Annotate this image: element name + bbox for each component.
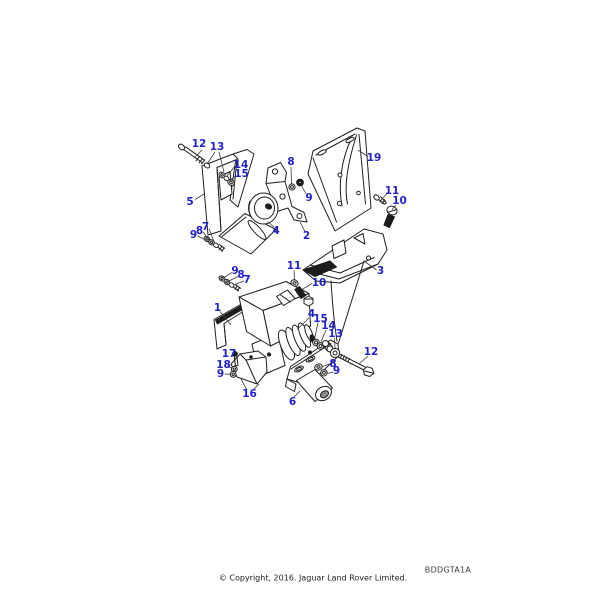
callout-10: 10 — [392, 195, 407, 207]
part-4-mount-upper — [248, 192, 279, 225]
part-16-wedge — [230, 350, 268, 385]
fastener-stack-mid — [218, 275, 241, 292]
callout-11: 11 — [384, 185, 400, 197]
callout-8: 8 — [287, 155, 295, 168]
diagram-code: BDDGTA1A — [424, 565, 472, 575]
callout-17: 17 — [221, 348, 237, 360]
callout-19: 19 — [366, 151, 382, 164]
callout-1: 1 — [213, 301, 222, 314]
nut-11-mid — [290, 279, 299, 287]
callout-7: 7 — [243, 274, 251, 286]
callout-11: 11 — [286, 259, 302, 272]
callout-13: 13 — [328, 328, 343, 340]
fastener-stack-17-18-9 — [229, 351, 239, 378]
callout-9: 9 — [231, 265, 239, 277]
callout-12: 12 — [363, 346, 379, 358]
part-1-bracket — [213, 281, 311, 377]
callout-2: 2 — [302, 230, 311, 242]
callout-3: 3 — [376, 265, 385, 277]
callout-10: 10 — [311, 276, 327, 289]
callout-5: 5 — [186, 196, 194, 208]
callout-6: 6 — [288, 395, 297, 408]
copyright-text: © Copyright, 2016. Jaguar Land Rover Lim… — [218, 573, 408, 583]
bolt-10-upper — [383, 205, 398, 228]
callout-13: 13 — [209, 140, 225, 153]
callout-15: 15 — [234, 168, 249, 180]
washer-13-lower — [329, 347, 341, 359]
part-6-mount — [285, 339, 340, 402]
callout-15: 15 — [313, 312, 328, 325]
callout-18: 18 — [216, 358, 231, 371]
part-3-saddle — [302, 228, 388, 284]
callout-4: 4 — [307, 307, 316, 320]
callout-8: 8 — [237, 269, 245, 281]
callout-8: 8 — [195, 224, 204, 237]
callout-9: 9 — [305, 191, 313, 204]
bolt-11-upper — [373, 194, 387, 205]
bolt-12-upper — [177, 143, 211, 169]
callout-4: 4 — [272, 225, 280, 237]
callout-9: 9 — [189, 228, 198, 241]
callout-16: 16 — [242, 388, 257, 400]
part-19-bracket — [307, 127, 372, 232]
washer-9-lower — [320, 369, 328, 377]
part-4-mount-lower — [277, 322, 316, 361]
washer-stack-15-14-13-upper — [218, 171, 235, 187]
bolt-12-lower — [337, 353, 375, 377]
assembly-axis-curves — [330, 260, 365, 344]
callout-14: 14 — [233, 158, 249, 171]
washer-8-upper — [288, 183, 296, 191]
nut-8-lower — [314, 363, 323, 371]
nut-9-upper — [296, 178, 304, 187]
callout-12: 12 — [191, 138, 207, 150]
callout-9: 9 — [332, 365, 341, 377]
callout-8: 8 — [329, 357, 337, 370]
leader-lines — [193, 149, 397, 398]
callout-14: 14 — [321, 320, 336, 332]
bolt-10-mid — [294, 286, 314, 307]
callout-7: 7 — [201, 221, 210, 233]
callout-9: 9 — [216, 368, 225, 380]
